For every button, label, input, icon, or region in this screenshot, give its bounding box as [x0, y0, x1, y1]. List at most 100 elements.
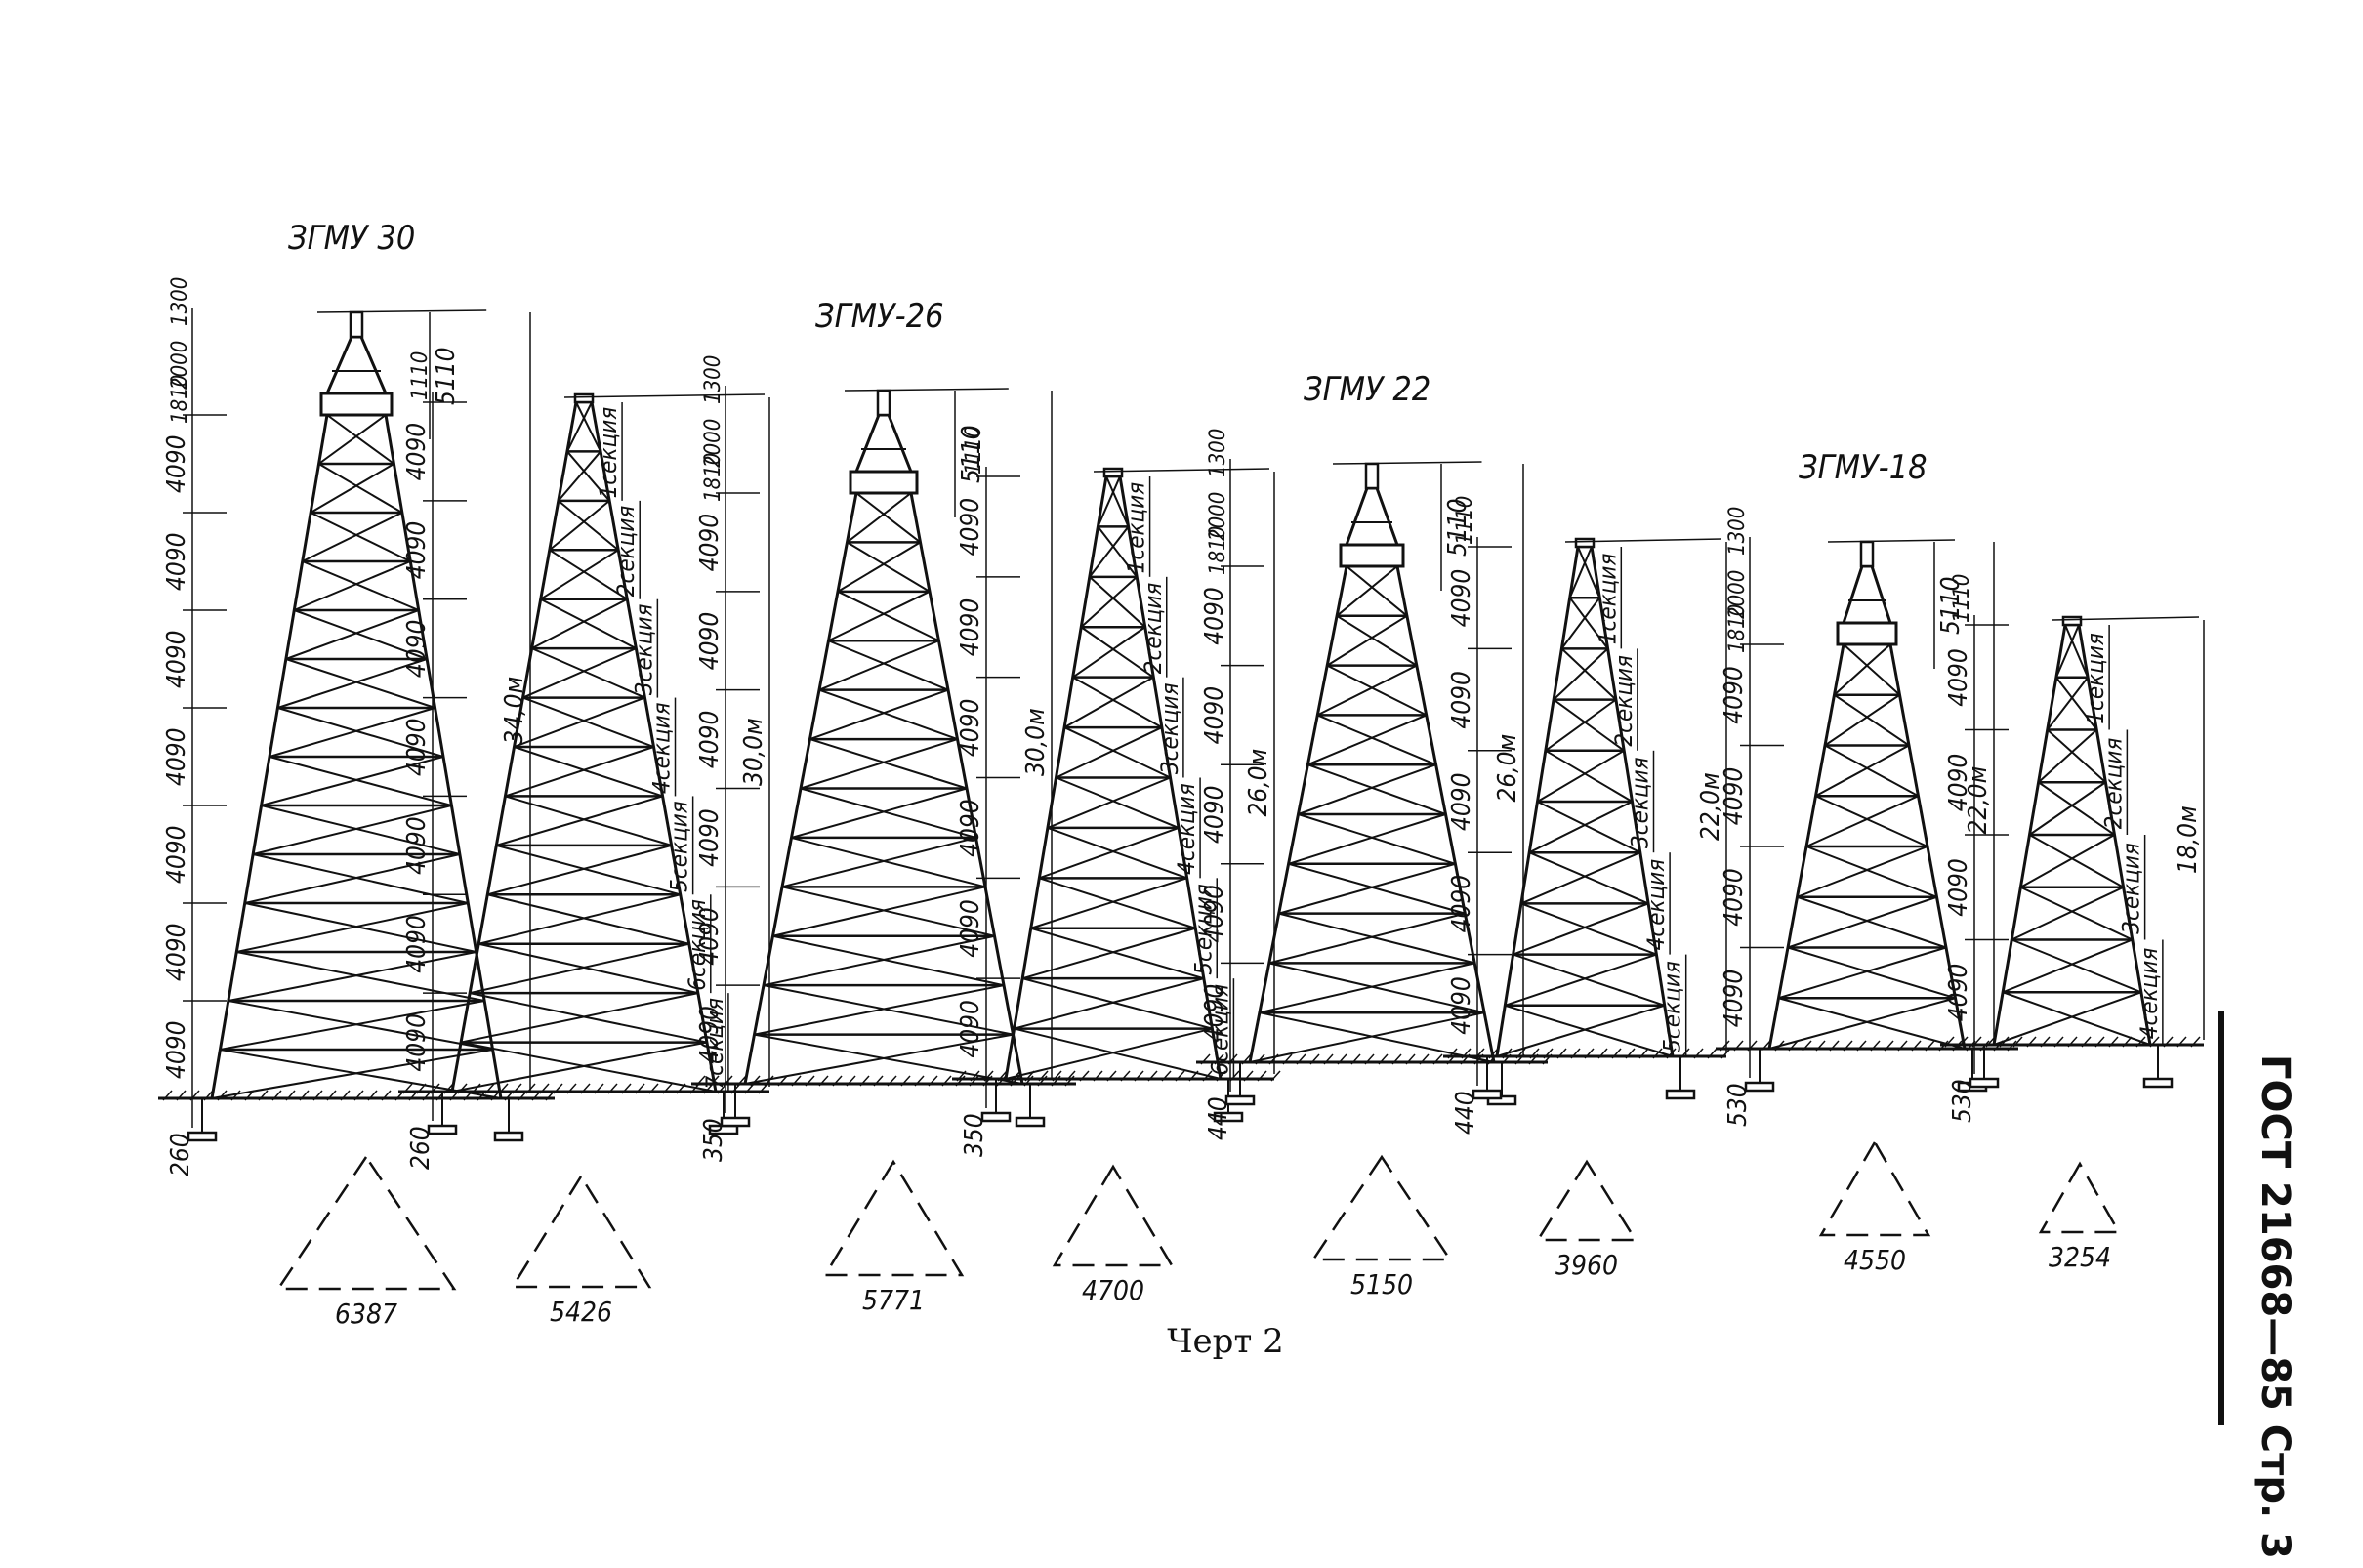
segment-dimension: 4090 [1720, 868, 1749, 927]
tower-title: ЗГМУ 30 [288, 219, 415, 258]
section-label: 1секция [1123, 482, 1150, 574]
tower-brace [293, 609, 428, 660]
tower-brace [1316, 664, 1418, 717]
base-dimension: 5771 [862, 1284, 925, 1316]
tower-6: 4090409040904090409011101секция2секция3с… [1443, 496, 1731, 1281]
tower-brace [236, 902, 469, 953]
tower-brace [1047, 776, 1171, 829]
towers-layer: 4090409040904090409040904090130020001810… [158, 219, 2205, 1330]
tower-brace [1268, 912, 1466, 965]
tower-brace [1063, 726, 1171, 779]
tower-brace [460, 992, 699, 1044]
tower-brace [1833, 693, 1910, 747]
tower-brace [1805, 795, 1919, 847]
tower-brace [1298, 813, 1456, 865]
total-height-label: 18,0м [2174, 805, 2203, 874]
tower-brace [818, 688, 958, 741]
ground-hatch [162, 1090, 173, 1101]
ground-hatch [203, 1090, 214, 1101]
top-reference-line [2052, 616, 2200, 621]
footing [1015, 1116, 1046, 1128]
tower-brace [1833, 643, 1891, 696]
section-label: 1секция [2082, 633, 2109, 724]
tower-brace [828, 640, 949, 691]
tower-brace [566, 450, 610, 502]
tower-brace [1056, 776, 1180, 829]
section-label: 5секция [1659, 961, 1686, 1052]
segment-dimension: 4090 [162, 532, 191, 591]
top-dimension: 1300 [168, 277, 192, 326]
ground-depth-label: 440 [1451, 1091, 1480, 1135]
tower-brace [1316, 714, 1436, 766]
tower-brace [310, 512, 411, 562]
tower-brace [1039, 877, 1196, 929]
tower-brace [1778, 946, 1947, 1000]
base-triangle [510, 1174, 652, 1289]
tower-brace [1014, 977, 1205, 1030]
tower-brace [310, 463, 394, 514]
top-dimension: 2000 [1206, 492, 1230, 541]
tower-brace [2002, 938, 2134, 994]
tower-brace [2019, 886, 2134, 941]
tower-brace [496, 844, 681, 896]
tower-brace [211, 1049, 493, 1099]
tower-brace [1089, 576, 1146, 628]
tower-brace [1504, 953, 1657, 1007]
tower-brace [2046, 677, 2089, 731]
tower-brace [855, 492, 922, 544]
total-height-label: 26,0м [1493, 734, 1522, 803]
segment-dimension: 4090 [695, 808, 725, 867]
dimension-5110: 5110 [432, 347, 461, 405]
tower-title: ЗГМУ 22 [1304, 370, 1430, 409]
tower-brace [1278, 912, 1475, 965]
segment-dimension: 4090 [956, 899, 985, 958]
tower-brace [505, 746, 654, 798]
base-dimension: 3254 [2049, 1241, 2111, 1273]
tower-brace [558, 500, 619, 552]
ground-hatch [956, 1070, 967, 1082]
section-label: 6секция [1206, 984, 1233, 1076]
top-reference-line [844, 388, 1009, 392]
tower-brace [1021, 977, 1213, 1030]
tower-brace [514, 746, 663, 798]
segment-dimension: 4090 [1447, 671, 1476, 729]
tower-brace [2019, 834, 2115, 888]
drawing-caption: Черт 2 [1167, 1322, 1283, 1361]
section-label: 2секция [2099, 738, 2127, 830]
crown-platform [319, 392, 394, 417]
crown-platform [1339, 543, 1405, 568]
segment-dimension: 4090 [162, 923, 191, 981]
segment-dimension: 4090 [695, 612, 725, 671]
segment-dimension: 4090 [1447, 875, 1476, 933]
tower-brace [1288, 862, 1466, 915]
tower-brace [326, 414, 395, 465]
footing [2142, 1077, 2174, 1089]
tower-brace [846, 492, 912, 544]
crown-frame [1345, 486, 1399, 546]
tower-brace [302, 512, 403, 562]
tower-brace [1307, 714, 1428, 766]
ground-hatch [1214, 1053, 1224, 1065]
tower-brace [818, 640, 939, 691]
tower-cap [1574, 537, 1596, 549]
segment-dimension: 4090 [1944, 858, 1973, 917]
segment-dimension: 4090 [402, 620, 432, 679]
tower-brace [1089, 525, 1130, 578]
tower-brace [1268, 962, 1485, 1014]
tower-brace [1528, 801, 1633, 854]
section-label: 4секция [2135, 948, 2163, 1040]
segment-dimension: 4090 [402, 718, 432, 776]
dimension-5110: 5110 [957, 425, 986, 483]
ground-hatch [416, 1083, 427, 1094]
tower-brace [220, 1000, 485, 1051]
tower-brace [800, 738, 958, 790]
section-label: 2секция [1140, 583, 1167, 675]
tower-brace [558, 450, 601, 502]
section-label: 7секция [701, 998, 728, 1090]
tower-brace [1545, 749, 1634, 803]
top-dimension: 2000 [168, 341, 192, 390]
ground-hatch [1958, 1036, 1969, 1048]
ground-hatch [402, 1083, 413, 1094]
tower-brace [531, 647, 645, 699]
